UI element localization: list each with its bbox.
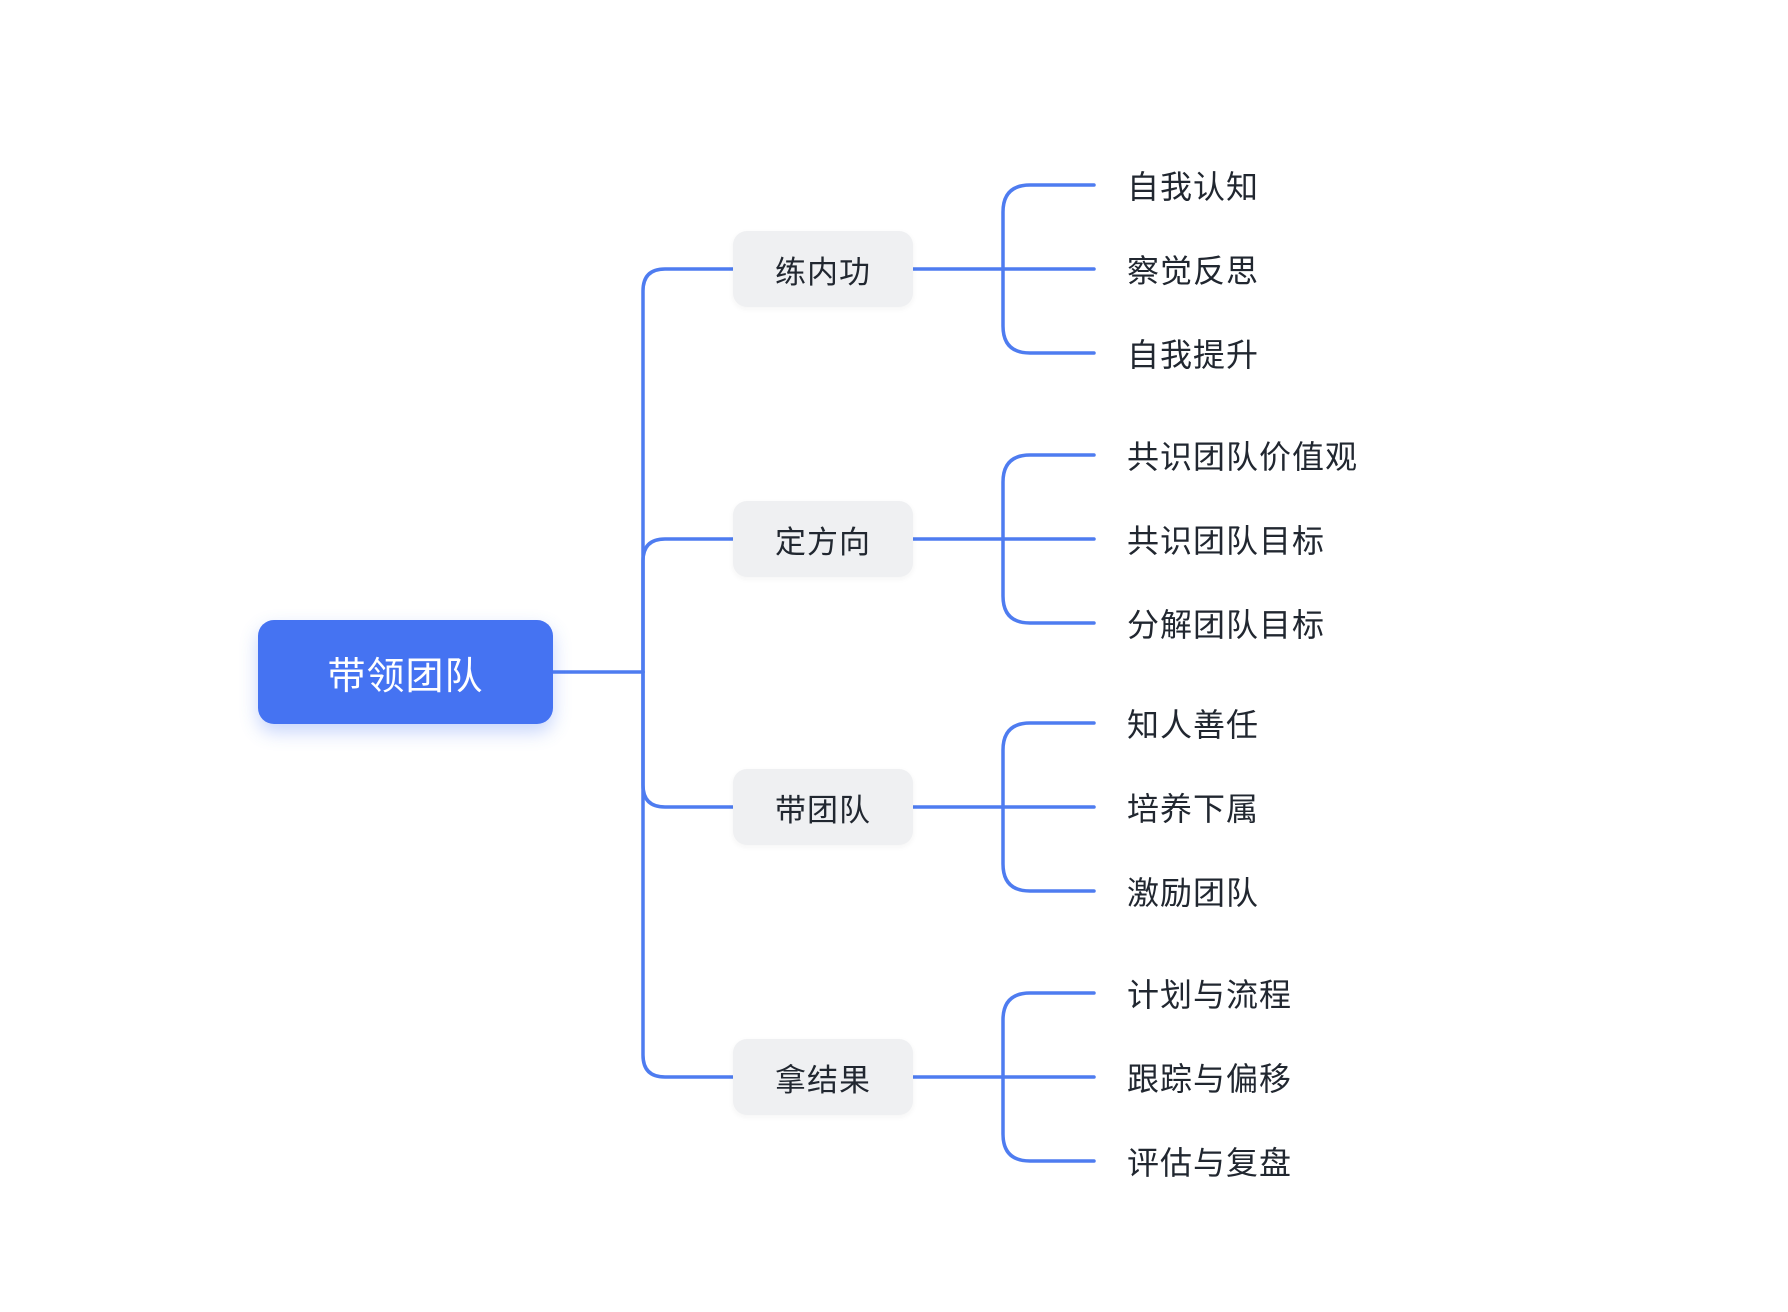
connector-leaves-1-bracket <box>1001 183 1096 355</box>
leaf-node-3-1[interactable]: 知人善任 <box>1127 707 1260 743</box>
leaf-node-4-2[interactable]: 跟踪与偏移 <box>1127 1061 1293 1097</box>
connector-leaves-4-bracket <box>1001 991 1096 1163</box>
leaf-node-2-1[interactable]: 共识团队价值观 <box>1127 439 1359 475</box>
leaf-node-1-2[interactable]: 察觉反思 <box>1127 253 1260 289</box>
leaf-node-4-3[interactable]: 评估与复盘 <box>1127 1145 1293 1181</box>
connector-branch-2 <box>641 537 735 674</box>
connector-leaves-2-bracket <box>1001 453 1096 625</box>
connector-branch-1 <box>641 267 735 674</box>
leaf-node-4-1[interactable]: 计划与流程 <box>1127 977 1293 1013</box>
branch-node-2[interactable]: 定方向 <box>733 501 913 577</box>
leaf-node-1-3[interactable]: 自我提升 <box>1127 337 1260 373</box>
root-node[interactable]: 带领团队 <box>258 620 553 724</box>
leaf-node-3-3[interactable]: 激励团队 <box>1127 875 1260 911</box>
branch-node-1[interactable]: 练内功 <box>733 231 913 307</box>
branch-node-3[interactable]: 带团队 <box>733 769 913 845</box>
branch-node-4[interactable]: 拿结果 <box>733 1039 913 1115</box>
leaf-node-3-2[interactable]: 培养下属 <box>1127 791 1260 827</box>
connector-branch-4 <box>641 670 735 1079</box>
leaf-node-2-2[interactable]: 共识团队目标 <box>1127 523 1326 559</box>
connector-leaves-3-bracket <box>1001 721 1096 893</box>
leaf-node-1-1[interactable]: 自我认知 <box>1127 169 1260 205</box>
connector-branch-3 <box>641 670 735 809</box>
leaf-node-2-3[interactable]: 分解团队目标 <box>1127 607 1326 643</box>
